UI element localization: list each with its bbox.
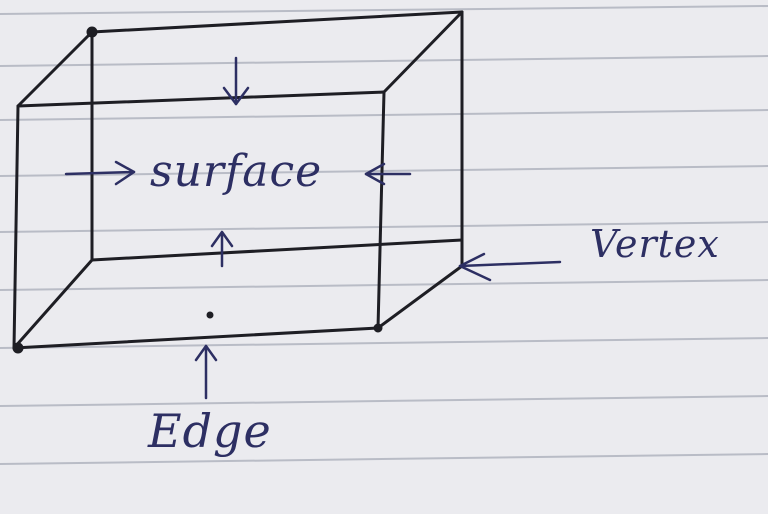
dot-mark [206,311,214,319]
rule-line [0,165,768,177]
arrow-left-icon [364,162,412,186]
arrows [64,56,562,400]
rule-line [0,395,768,407]
front-face [12,90,386,350]
vertex-dot [86,26,98,38]
rule-line [0,55,768,67]
arrow-right-icon [64,160,136,186]
rule-line [0,279,768,291]
arrow-up-icon [210,230,234,268]
ruled-lines [0,5,768,465]
vertex-dot [12,342,24,354]
connecting-edge [382,10,464,94]
connecting-edge [376,264,464,330]
surface-label: surface [150,146,323,197]
rule-line [0,337,768,349]
rule-line [0,453,768,465]
vertex-arrow-icon [458,252,562,282]
edge-arrow-icon [194,344,218,400]
connecting-edge [12,258,94,350]
edge-label: Edge [148,404,272,458]
rule-line [0,221,768,233]
arrow-down-icon [222,56,250,106]
connecting-edge [16,30,94,108]
rule-line [0,5,768,15]
vertex-label: Vertex [590,222,720,266]
cuboid [12,10,464,354]
vertex-dot [373,323,383,333]
back-bottom-edge [90,238,464,262]
